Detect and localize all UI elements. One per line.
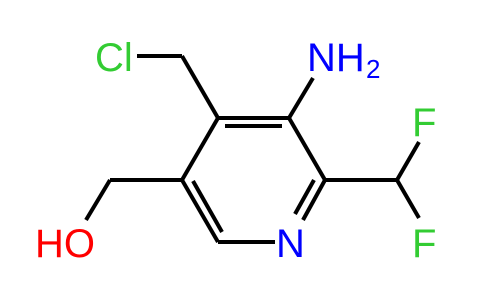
- bond-c6-c5-inner: [191, 180, 224, 233]
- amine-label-main: NH: [307, 36, 365, 80]
- bond-c2-n1-inner: [293, 179, 316, 215]
- bond-c5-c4: [180, 116, 220, 182]
- bond-ch2-o: [84, 178, 112, 222]
- bond-c3-nh2: [287, 76, 315, 120]
- bond-cf2-f-top: [395, 140, 421, 182]
- bond-c2-n1: [301, 179, 327, 221]
- amine-label-subscript: 2: [366, 54, 380, 84]
- bond-c6-c5: [180, 178, 220, 244]
- fluorine-top-label: F: [412, 101, 436, 145]
- ring-nitrogen-label: N: [276, 222, 305, 266]
- bond-c4-ch2: [180, 54, 220, 120]
- fluorine-bottom-label: F: [412, 222, 436, 266]
- amine-label: NH 2: [307, 36, 380, 84]
- bond-cf2-f-bottom: [395, 178, 421, 220]
- hydroxyl-label: HO: [35, 222, 95, 266]
- chlorine-label: Cl: [95, 36, 133, 80]
- bond-c3-c2: [287, 116, 327, 182]
